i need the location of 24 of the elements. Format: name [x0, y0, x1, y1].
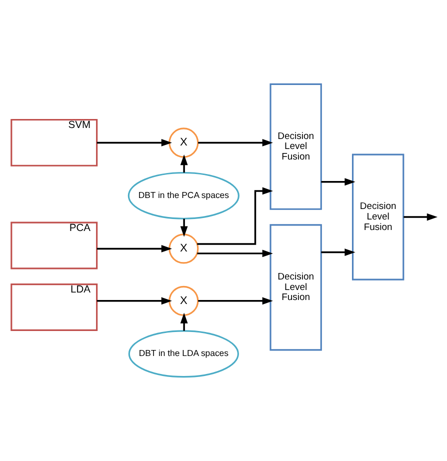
arrow [180, 312, 188, 331]
node-circle: X [168, 128, 199, 158]
arrow [321, 248, 356, 256]
arrow [180, 218, 188, 237]
arrow [96, 297, 172, 305]
node-box: Decision Level Fusion [270, 224, 322, 351]
node-box: Decision Level Fusion [270, 83, 322, 210]
node-circle: X [168, 234, 199, 264]
node-ellipse: DBT in the LDA spaces [128, 330, 239, 378]
arrow [197, 250, 273, 258]
node-box: PCA [10, 222, 98, 270]
node-box: LDA [10, 284, 98, 331]
arrow [96, 244, 172, 252]
node-ellipse: DBT in the PCA spaces [128, 172, 240, 220]
arrow [321, 178, 356, 186]
arrow [198, 138, 273, 146]
node-box: SVM [10, 118, 98, 166]
arrow [96, 138, 172, 146]
arrow [197, 187, 273, 245]
node-circle: X [168, 286, 199, 316]
arrow [404, 213, 438, 221]
arrow [198, 297, 273, 305]
arrow [180, 154, 188, 173]
node-box: Decision Level Fusion [352, 154, 404, 280]
